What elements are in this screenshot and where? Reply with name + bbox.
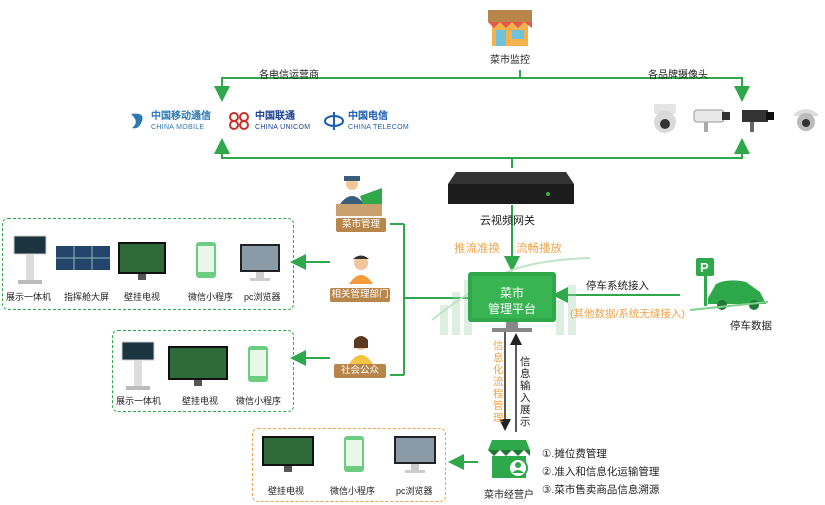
carriers-link-label: 各电信运营商: [259, 70, 319, 81]
china-mobile-name: 中国移动通信: [151, 111, 211, 122]
dept-person-icon: [344, 254, 378, 286]
market-mgmt-person-icon: [334, 174, 384, 218]
platform-title-2: 管理平台: [487, 302, 536, 316]
push-label: 推流准换: [454, 243, 500, 255]
public-person-icon: [346, 334, 376, 364]
china-telecom-en: CHINA TELECOM: [348, 124, 409, 131]
vendor-item-1: ②.准入和信息化运输管理: [542, 466, 660, 478]
china-unicom-name: 中国联通: [255, 111, 295, 122]
g3-label-1: 微信小程序: [330, 486, 376, 496]
display-group-3: [252, 428, 446, 502]
speed-dome-camera-icon: [792, 104, 820, 134]
g2-label-2: 微信小程序: [236, 396, 282, 406]
g1-label-1: 指挥舱大屏: [64, 292, 110, 302]
phone-icon-2: [248, 346, 268, 382]
phone-icon-3: [344, 436, 364, 472]
role-market-mgmt: 菜市管理: [336, 218, 386, 232]
vendor-item-2: ③.菜市售卖商品信息溯源: [542, 484, 660, 496]
pc-icon-3: [394, 436, 436, 474]
g1-label-4: pc浏览器: [244, 292, 281, 302]
tv-icon-3: [262, 436, 314, 474]
china-unicom-en: CHINA UNICOM: [255, 124, 311, 131]
tv-icon-2: [168, 346, 228, 388]
china-unicom-brand: 中国联通 CHINA UNICOM: [255, 111, 310, 133]
g2-label-1: 壁挂电视: [182, 396, 219, 406]
role-dept: 相关管理部门: [330, 288, 390, 302]
china-telecom-brand: 中国电信 CHINA TELECOM: [348, 111, 409, 133]
gateway-label: 云视频网关: [480, 215, 535, 227]
kiosk-icon-2: [118, 340, 158, 392]
g3-label-2: pc浏览器: [396, 486, 433, 496]
parking-data-label: 停车数据: [730, 320, 772, 332]
china-telecom-logo: [324, 110, 344, 132]
vendor-shop-icon: [484, 436, 534, 482]
role-public: 社会公众: [334, 364, 386, 378]
dome-camera-icon: [650, 102, 680, 136]
g1-label-3: 微信小程序: [188, 292, 234, 302]
videowall-icon: [56, 246, 110, 270]
tv-icon-1: [118, 242, 166, 282]
g1-label-0: 展示一体机: [6, 292, 52, 302]
display-group-1: [2, 218, 294, 310]
gateway-device: [448, 172, 574, 208]
market-monitor-label: 菜市监控: [490, 55, 530, 66]
phone-icon-1: [196, 242, 216, 278]
g2-label-0: 展示一体机: [116, 396, 162, 406]
parking-access-label: 停车系统接入: [586, 280, 649, 292]
platform-monitor: [468, 272, 556, 334]
china-unicom-logo: [227, 110, 251, 132]
g1-label-2: 壁挂电视: [124, 292, 161, 302]
kiosk-icon: [10, 234, 50, 286]
china-telecom-name: 中国电信: [348, 111, 388, 122]
china-mobile-logo: [128, 110, 148, 132]
process-flow-label: 信息化流程管理: [493, 340, 504, 424]
g3-label-0: 壁挂电视: [268, 486, 305, 496]
china-mobile-brand: 中国移动通信 CHINA MOBILE: [151, 111, 211, 133]
vendor-item-0: ①.摊位费管理: [542, 448, 607, 460]
play-label: 流畅播放: [516, 243, 562, 255]
cameras-link-label: 各品牌摄像头: [648, 70, 708, 81]
platform-title-1: 菜市: [499, 286, 524, 300]
shop-icon: [486, 6, 534, 48]
bullet-camera-icon: [692, 104, 732, 134]
input-flow-label: 信息输入展示: [520, 356, 531, 428]
vendor-label: 菜市经营户: [484, 490, 534, 501]
display-group-2: [112, 330, 294, 412]
parking-note-label: (其他数据/系统无缝接入): [570, 308, 685, 320]
parking-icon: P: [688, 258, 770, 314]
pc-icon-1: [240, 244, 280, 282]
svg-text:P: P: [700, 260, 709, 275]
china-mobile-en: CHINA MOBILE: [151, 124, 205, 131]
box-camera-icon: [740, 104, 776, 134]
